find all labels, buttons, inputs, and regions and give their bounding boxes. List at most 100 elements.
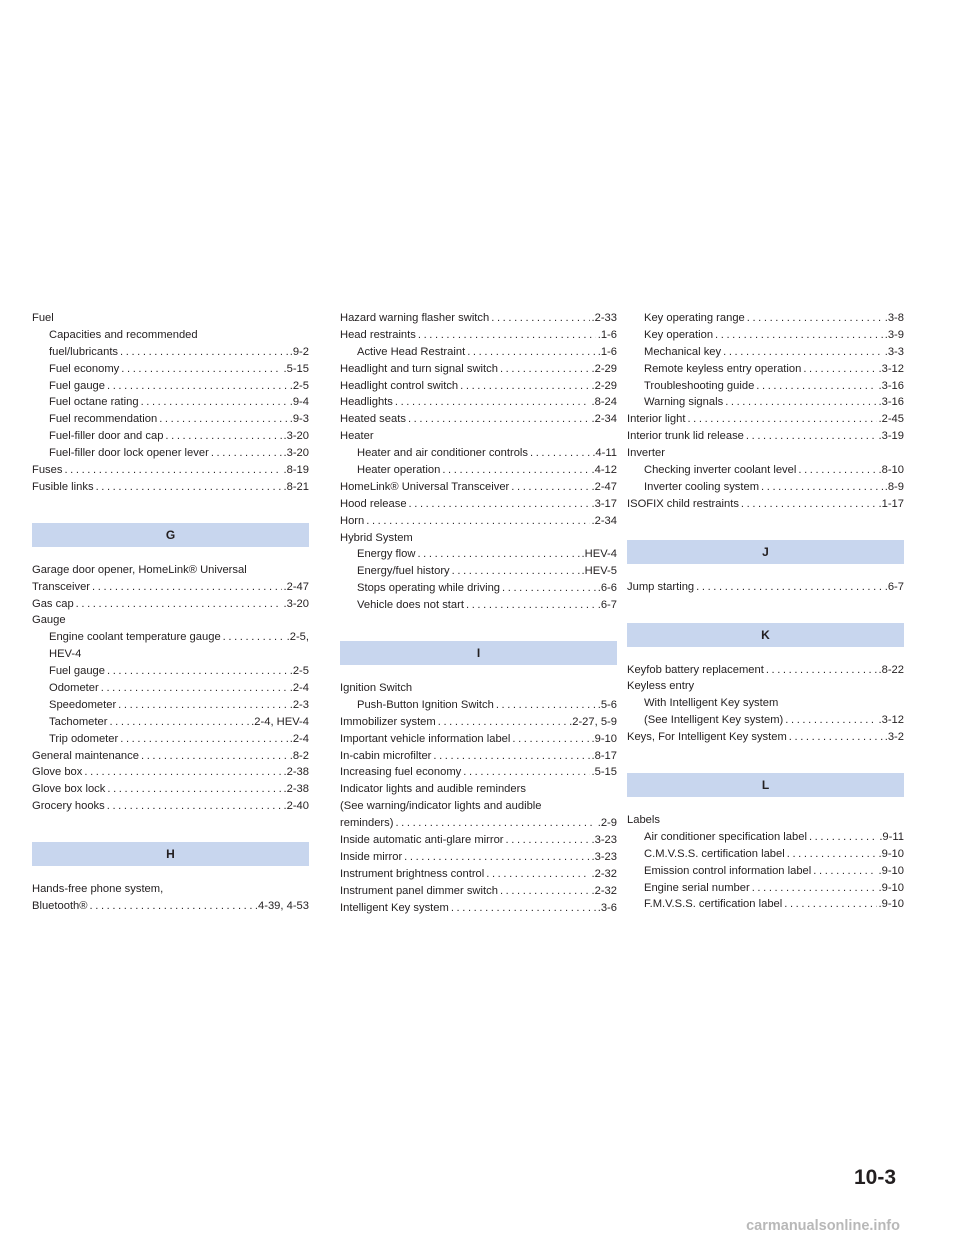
index-entry[interactable]: Air conditioner specification label.9-11 <box>627 829 904 846</box>
index-entry[interactable]: Inverter <box>627 445 904 462</box>
index-entry[interactable]: Hybrid System <box>340 530 617 547</box>
index-entry[interactable]: Interior light.2-45 <box>627 411 904 428</box>
dot-leader <box>159 411 288 428</box>
index-entry[interactable]: Warning signals.3-16 <box>627 394 904 411</box>
index-entry[interactable]: In-cabin microfilter.8-17 <box>340 748 617 765</box>
index-entry[interactable]: Inverter cooling system.8-9 <box>627 479 904 496</box>
index-entry[interactable]: Fuel recommendation.9-3 <box>32 411 309 428</box>
index-entry[interactable]: Increasing fuel economy.5-15 <box>340 764 617 781</box>
index-entry[interactable]: Capacities and recommended <box>32 327 309 344</box>
index-entry[interactable]: C.M.V.S.S. certification label.9-10 <box>627 846 904 863</box>
index-entry[interactable]: Fuel economy.5-15 <box>32 361 309 378</box>
index-entry[interactable]: Keyless entry <box>627 678 904 695</box>
index-entry[interactable]: Instrument brightness control.2-32 <box>340 866 617 883</box>
index-entry[interactable]: reminders).2-9 <box>340 815 617 832</box>
index-entry[interactable]: Headlight and turn signal switch.2-29 <box>340 361 617 378</box>
index-entry-page-ref: .3-16 <box>878 396 905 409</box>
index-entry[interactable]: fuel/lubricants.9-2 <box>32 344 309 361</box>
index-entry[interactable]: Remote keyless entry operation.3-12 <box>627 361 904 378</box>
index-entry[interactable]: Keyfob battery replacement.8-22 <box>627 662 904 679</box>
index-entry[interactable]: Horn.2-34 <box>340 513 617 530</box>
index-entry[interactable]: Inside automatic anti-glare mirror.3-23 <box>340 832 617 849</box>
index-entry[interactable]: Interior trunk lid release.3-19 <box>627 428 904 445</box>
index-entry[interactable]: Grocery hooks.2-40 <box>32 798 309 815</box>
index-entry[interactable]: Tachometer.2-4, HEV-4 <box>32 714 309 731</box>
index-entry[interactable]: Garage door opener, HomeLink® Universal <box>32 562 309 579</box>
index-entry[interactable]: Fuel octane rating.9-4 <box>32 394 309 411</box>
index-entry[interactable]: Transceiver.2-47 <box>32 579 309 596</box>
index-entry[interactable]: Speedometer.2-3 <box>32 697 309 714</box>
dot-leader <box>408 411 590 428</box>
index-entry-label: Keyless entry <box>627 680 695 693</box>
dot-leader <box>438 714 567 731</box>
index-entry[interactable]: Troubleshooting guide.3-16 <box>627 378 904 395</box>
index-entry[interactable]: Trip odometer.2-4 <box>32 731 309 748</box>
index-entry-label: With Intelligent Key system <box>644 697 779 710</box>
index-entry[interactable]: Fuel gauge.2-5 <box>32 663 309 680</box>
index-entry-label: Horn <box>340 514 365 527</box>
index-entry[interactable]: Mechanical key.3-3 <box>627 344 904 361</box>
index-entry-page-ref: .2-32 <box>591 884 618 897</box>
index-entry[interactable]: Gauge <box>32 612 309 629</box>
index-entry[interactable]: Instrument panel dimmer switch.2-32 <box>340 883 617 900</box>
index-entry[interactable]: Bluetooth®.4-39, 4-53 <box>32 898 309 915</box>
index-entry[interactable]: (See warning/indicator lights and audibl… <box>340 798 617 815</box>
index-entry[interactable]: Headlight control switch.2-29 <box>340 378 617 395</box>
index-entry[interactable]: Fuel <box>32 310 309 327</box>
index-entry[interactable]: Fusible links.8-21 <box>32 479 309 496</box>
index-entry[interactable]: Hood release.3-17 <box>340 496 617 513</box>
index-entry[interactable]: Active Head Restraint.1-6 <box>340 344 617 361</box>
index-entry[interactable]: Glove box lock.2-38 <box>32 781 309 798</box>
index-entry[interactable]: Glove box.2-38 <box>32 764 309 781</box>
index-entry[interactable]: Important vehicle information label.9-10 <box>340 731 617 748</box>
index-entry[interactable]: Heater <box>340 428 617 445</box>
index-entry[interactable]: Jump starting.6-7 <box>627 579 904 596</box>
index-entry[interactable]: Engine serial number.9-10 <box>627 880 904 897</box>
index-entry[interactable]: Labels <box>627 812 904 829</box>
index-entry-page-ref: .3-23 <box>591 834 618 847</box>
index-entry[interactable]: Key operating range.3-8 <box>627 310 904 327</box>
index-entry-label: Heated seats <box>340 413 406 426</box>
index-entry-page-ref: .8-17 <box>591 749 618 762</box>
index-entry[interactable]: Immobilizer system.2-27, 5-9 <box>340 714 617 731</box>
index-entry-label: Fusible links <box>32 480 94 493</box>
index-entry[interactable]: Engine coolant temperature gauge.2-5, <box>32 629 309 646</box>
index-entry[interactable]: Checking inverter coolant level.8-10 <box>627 462 904 479</box>
index-entry[interactable]: Hazard warning flasher switch.2-33 <box>340 310 617 327</box>
index-entry[interactable]: Stops operating while driving.6-6 <box>340 580 617 597</box>
index-entry[interactable]: Vehicle does not start.6-7 <box>340 597 617 614</box>
dot-leader <box>141 394 288 411</box>
index-entry-page-ref: .HEV-5 <box>581 565 617 578</box>
index-entry[interactable]: General maintenance.8-2 <box>32 748 309 765</box>
index-entry[interactable]: (See Intelligent Key system).3-12 <box>627 712 904 729</box>
index-entry[interactable]: Keys, For Intelligent Key system.3-2 <box>627 729 904 746</box>
index-entry[interactable]: Fuses.8-19 <box>32 462 309 479</box>
index-entry[interactable]: Odometer.2-4 <box>32 680 309 697</box>
dot-leader <box>84 764 281 781</box>
index-entry[interactable]: Inside mirror.3-23 <box>340 849 617 866</box>
index-entry[interactable]: Heater operation.4-12 <box>340 462 617 479</box>
index-entry-label: Garage door opener, HomeLink® Universal <box>32 563 247 576</box>
index-entry[interactable]: Energy/fuel history.HEV-5 <box>340 563 617 580</box>
index-entry[interactable]: Headlights.8-24 <box>340 394 617 411</box>
index-entry[interactable]: Emission control information label.9-10 <box>627 863 904 880</box>
index-entry[interactable]: Indicator lights and audible reminders <box>340 781 617 798</box>
index-entry[interactable]: F.M.V.S.S. certification label.9-10 <box>627 896 904 913</box>
index-entry[interactable]: Heater and air conditioner controls.4-11 <box>340 445 617 462</box>
index-entry[interactable]: Hands-free phone system, <box>32 881 309 898</box>
index-entry[interactable]: HEV-4 <box>32 646 309 663</box>
index-entry[interactable]: Fuel gauge.2-5 <box>32 378 309 395</box>
index-entry[interactable]: Energy flow.HEV-4 <box>340 546 617 563</box>
index-entry[interactable]: Fuel-filler door and cap.3-20 <box>32 428 309 445</box>
index-entry[interactable]: Ignition Switch <box>340 680 617 697</box>
index-entry[interactable]: Key operation.3-9 <box>627 327 904 344</box>
index-entry[interactable]: With Intelligent Key system <box>627 695 904 712</box>
index-entry[interactable]: Head restraints.1-6 <box>340 327 617 344</box>
index-entry[interactable]: Push-Button Ignition Switch.5-6 <box>340 697 617 714</box>
index-entry[interactable]: ISOFIX child restraints.1-17 <box>627 496 904 513</box>
index-entry[interactable]: Gas cap.3-20 <box>32 596 309 613</box>
index-entry[interactable]: HomeLink® Universal Transceiver.2-47 <box>340 479 617 496</box>
index-entry[interactable]: Heated seats.2-34 <box>340 411 617 428</box>
index-entry[interactable]: Intelligent Key system.3-6 <box>340 900 617 917</box>
index-entry[interactable]: Fuel-filler door lock opener lever.3-20 <box>32 445 309 462</box>
